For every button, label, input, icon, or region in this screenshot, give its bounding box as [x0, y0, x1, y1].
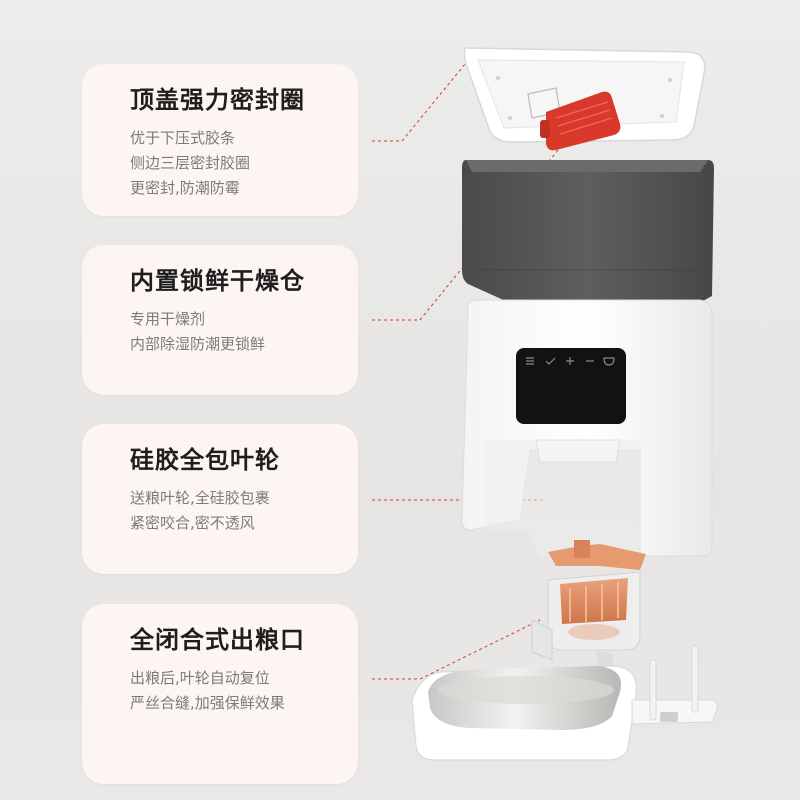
feature-line: 内部除湿防潮更锁鲜	[130, 335, 266, 353]
feature-description: 出粮后,叶轮自动复位 严丝合缝,加强保鲜效果	[130, 666, 285, 716]
feature-line: 侧边三层密封胶圈	[130, 154, 251, 172]
silicone-impeller	[531, 540, 646, 672]
menu-icon	[526, 357, 534, 365]
feature-line: 更密封,防潮防霉	[130, 179, 240, 197]
feature-line: 专用干燥剂	[130, 310, 206, 328]
feature-line: 送粮叶轮,全硅胶包裹	[130, 489, 270, 507]
feature-description: 专用干燥剂 内部除湿防潮更锁鲜	[130, 307, 265, 357]
food-bowl-base	[411, 645, 718, 761]
feature-line: 严丝合缝,加强保鲜效果	[130, 694, 285, 712]
feature-title: 硅胶全包叶轮	[130, 446, 280, 474]
control-panel-display	[516, 348, 626, 424]
feature-line: 优于下压式胶条	[130, 129, 236, 147]
feeder-body	[461, 299, 713, 557]
feature-title: 顶盖强力密封圈	[130, 86, 305, 114]
feature-card-lid-seal: 顶盖强力密封圈 优于下压式胶条 侧边三层密封胶圈 更密封,防潮防霉	[82, 64, 358, 216]
leader-line-outlet	[372, 619, 541, 680]
feature-title: 全闭合式出粮口	[130, 626, 305, 654]
feature-line: 紧密咬合,密不透风	[130, 514, 255, 532]
feature-card-silicone-impeller: 硅胶全包叶轮 送粮叶轮,全硅胶包裹 紧密咬合,密不透风	[82, 424, 358, 574]
check-icon	[545, 357, 556, 365]
feature-line: 出粮后,叶轮自动复位	[130, 669, 270, 687]
red-seal-ring	[546, 91, 621, 151]
plus-icon	[566, 357, 574, 365]
feature-title: 内置锁鲜干燥仓	[130, 267, 305, 295]
leader-line-lid	[372, 57, 471, 142]
feature-card-closed-outlet: 全闭合式出粮口 出粮后,叶轮自动复位 严丝合缝,加强保鲜效果	[82, 604, 358, 784]
food-tank	[462, 160, 714, 334]
feature-card-drying-chamber: 内置锁鲜干燥仓 专用干燥剂 内部除湿防潮更锁鲜	[82, 245, 358, 395]
feature-description: 送粮叶轮,全硅胶包裹 紧密咬合,密不透风	[130, 486, 270, 536]
bowl-icon	[603, 357, 615, 366]
feature-description: 优于下压式胶条 侧边三层密封胶圈 更密封,防潮防霉	[130, 126, 250, 201]
control-panel-icons	[526, 357, 615, 366]
top-lid	[463, 47, 706, 151]
